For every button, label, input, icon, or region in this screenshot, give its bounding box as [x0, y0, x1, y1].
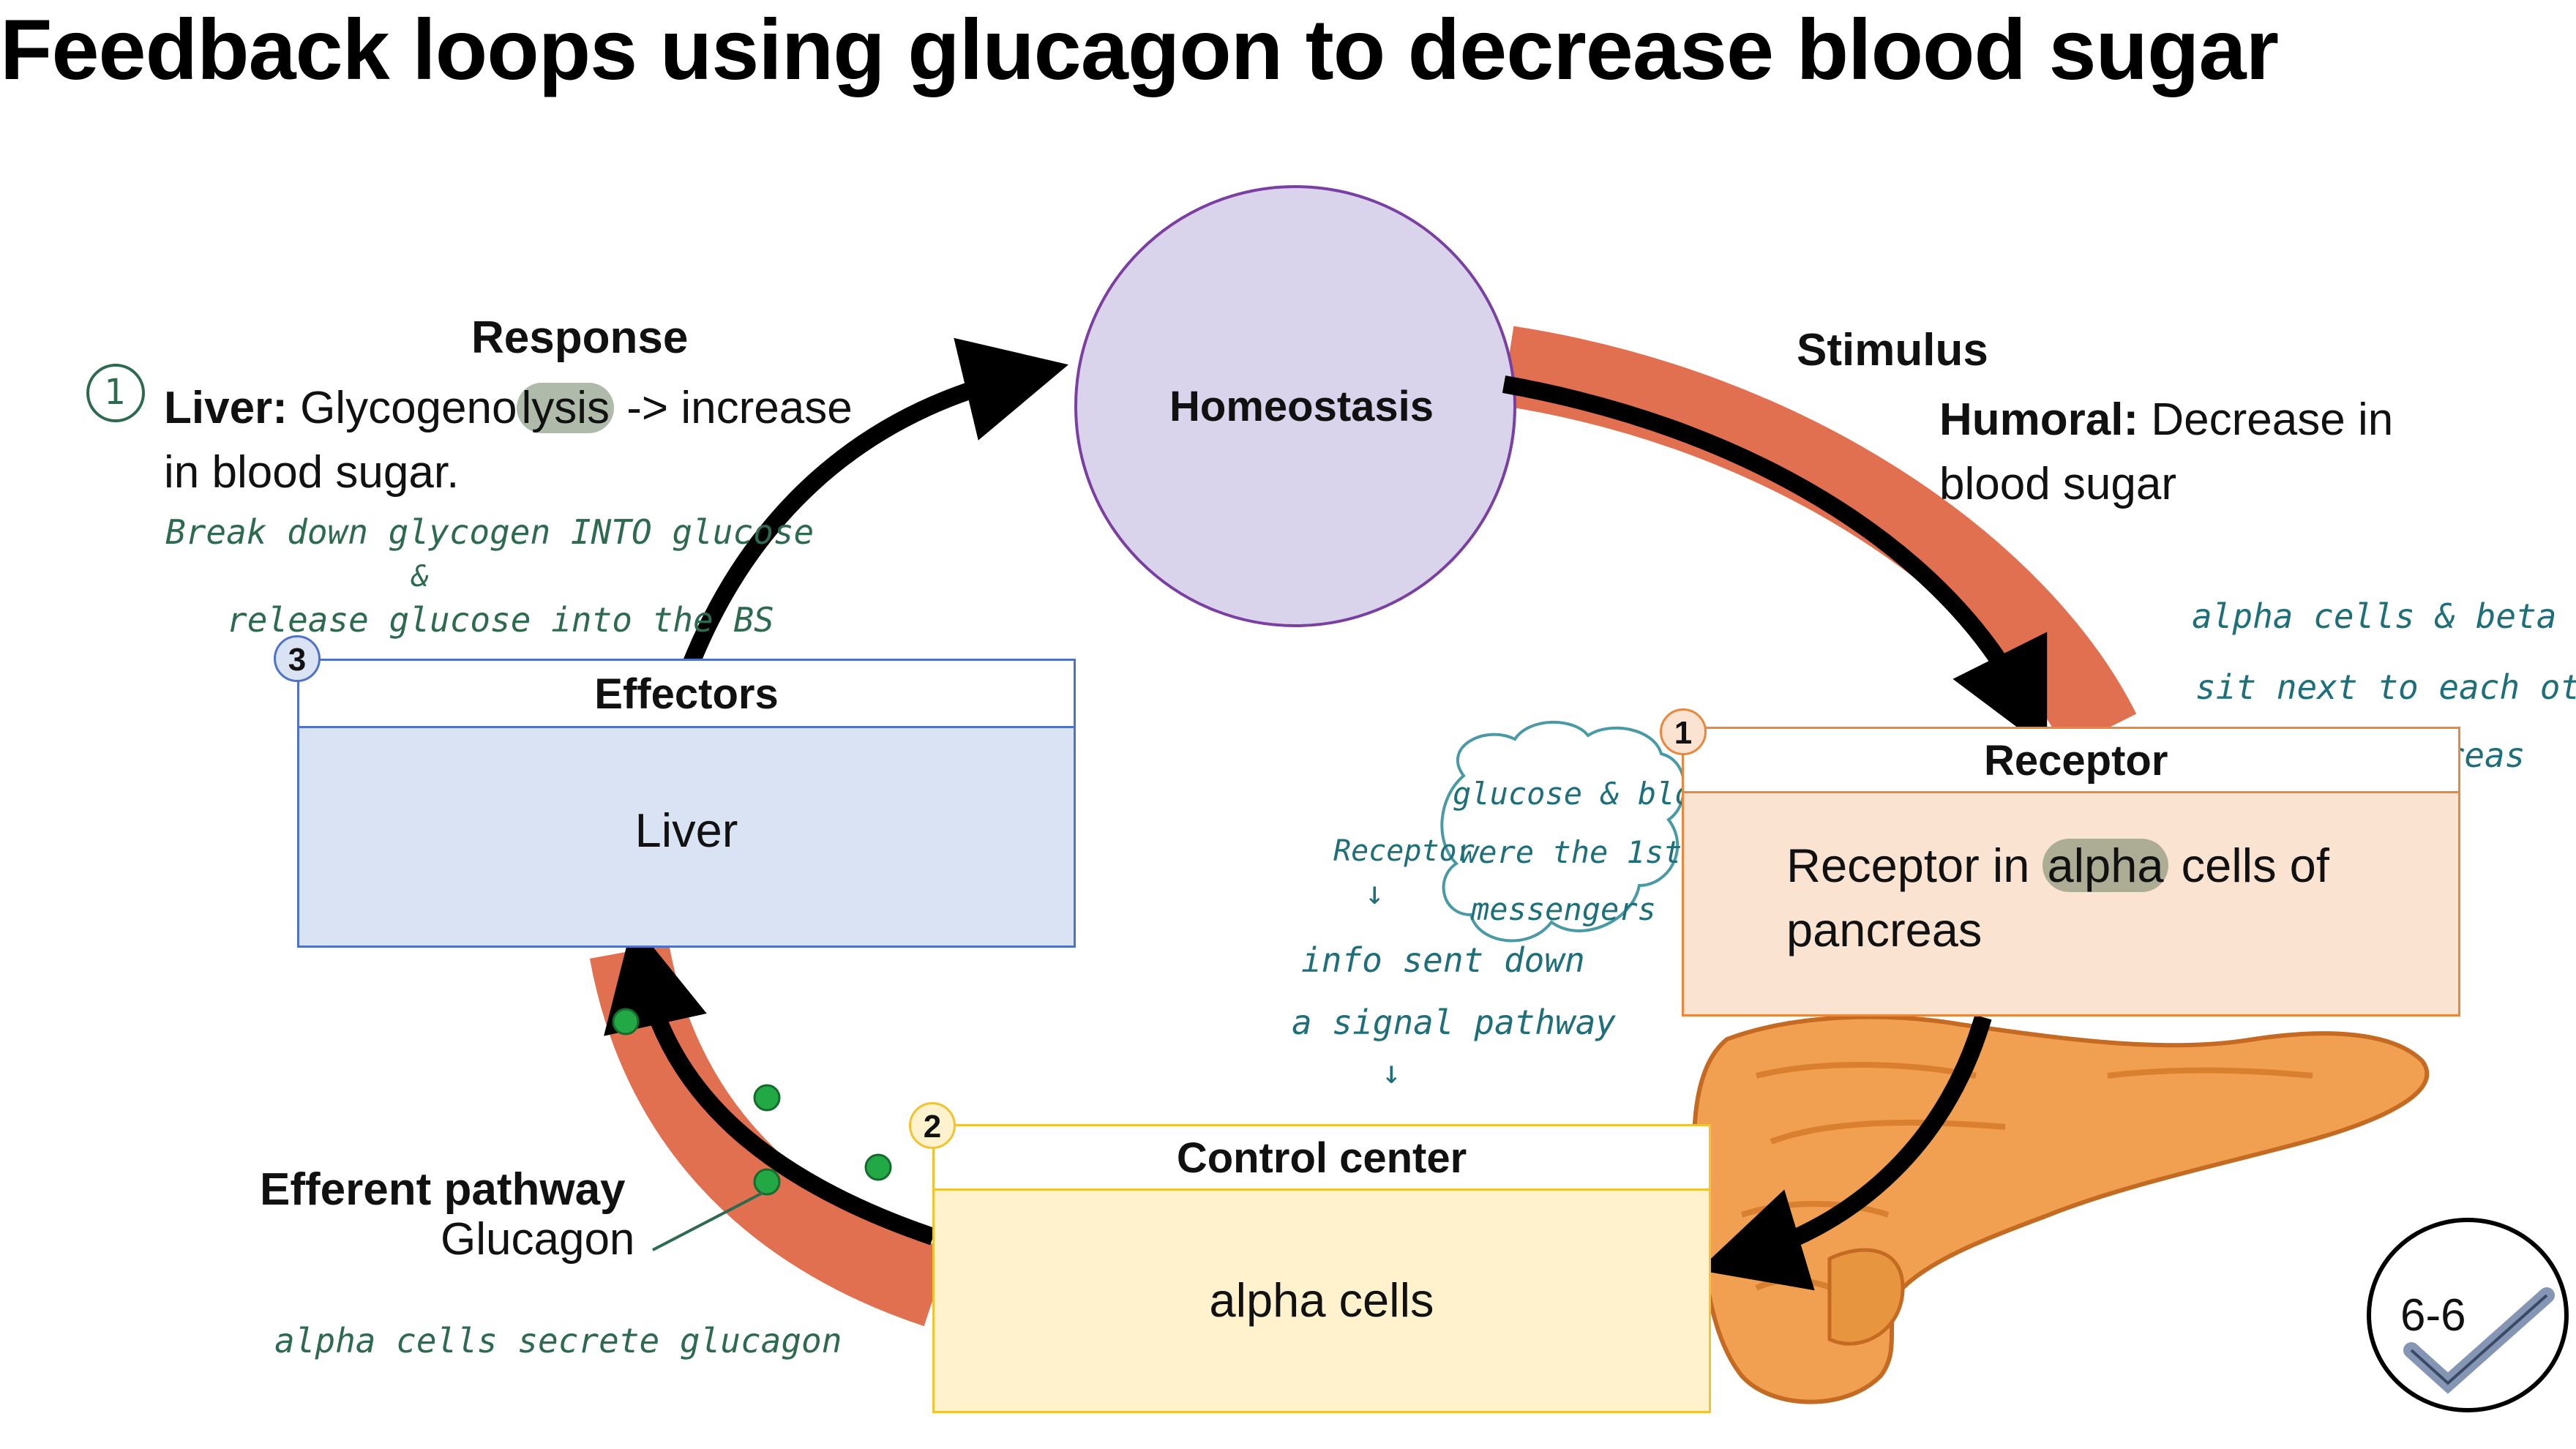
glucagon-dot: [612, 1008, 640, 1036]
stimulus-heading: Stimulus: [1797, 325, 1988, 375]
control-center-header: Control center: [935, 1126, 1709, 1191]
receptor-post: cells of: [2168, 839, 2329, 892]
note-cloud-line2: were the 1st: [1460, 834, 1682, 870]
glucagon-dot: [753, 1168, 781, 1196]
arrow-effectors-to-homeostasis: [683, 337, 1069, 666]
response-highlight: lysis: [517, 383, 615, 433]
receptor-box: Receptor Receptor in alpha cells of panc…: [1682, 727, 2460, 1016]
control-center-number-badge: 2: [909, 1102, 956, 1149]
check-badge-circle: [2367, 1218, 2569, 1412]
note-release: release glucose into the BS: [227, 600, 774, 640]
receptor-highlight: alpha: [2043, 839, 2168, 892]
note-arrow-1: ↓: [1365, 875, 1385, 912]
glucagon-dot: [864, 1153, 892, 1181]
homeostasis-circle: [1074, 185, 1516, 627]
response-note-number: 1: [104, 372, 125, 413]
badge-label: 6-6: [2400, 1290, 2466, 1341]
check-icon-outline: [2410, 1294, 2548, 1385]
receptor-header-label: Receptor: [1984, 737, 2168, 785]
response-heading: Response: [471, 312, 689, 363]
response-text: Liver: Glycogenolysis -> increase in blo…: [164, 376, 853, 505]
response-bold: Liver:: [164, 383, 288, 433]
note-arrow-2: ↓: [1382, 1054, 1401, 1091]
response-line2: in blood sugar.: [164, 447, 460, 498]
receptor-header: Receptor: [1684, 729, 2458, 793]
stimulus-line2: blood sugar: [1939, 459, 2177, 509]
note-ampersand: &: [411, 560, 430, 594]
note-sent-line2: a signal pathway: [1292, 1003, 1617, 1042]
efferent-sub: Glucagon: [441, 1214, 635, 1265]
control-center-body: alpha cells: [1209, 1273, 1434, 1327]
effectors-body: Liver: [634, 804, 738, 857]
pancreas-illustration: [1691, 1014, 2430, 1404]
page-title: Feedback loops using glucagon to decreas…: [0, 1, 2279, 97]
stimulus-text: Humoral: Decrease in blood sugar: [1939, 388, 2393, 517]
arrow-homeostasis-to-receptor: [1502, 375, 2048, 750]
efferent-heading: Efferent pathway: [260, 1164, 626, 1215]
note-secrete: alpha cells secrete glucagon: [274, 1321, 842, 1360]
receptor-body: Receptor in alpha cells of pancreas: [1684, 793, 2458, 1014]
response-note-circle: [86, 364, 145, 422]
note-alpha-line2: sit next to each other: [2195, 667, 2576, 707]
effectors-header: Effectors: [299, 661, 1074, 728]
receptor-line2: pancreas: [1786, 903, 1982, 956]
homeostasis-label: Homeostasis: [1169, 383, 1434, 430]
note-alpha-line1: alpha cells & beta cells: [2192, 596, 2576, 636]
arrow-control-to-effectors: [604, 921, 936, 1246]
effectors-number-badge: 3: [274, 635, 321, 682]
note-sent-line1: info sent down: [1301, 940, 1585, 980]
effectors-box: Effectors Liver: [297, 659, 1076, 948]
control-center-box: Control center alpha cells: [932, 1124, 1711, 1413]
glucagon-dot: [753, 1084, 781, 1112]
glucagon-dots: [612, 1008, 892, 1196]
response-pre: Glycogeno: [287, 383, 517, 433]
stimulus-band: [1501, 326, 2137, 751]
note-cloud: [1440, 720, 1686, 943]
stimulus-bold: Humoral:: [1939, 394, 2139, 445]
glucagon-pointer-line: [652, 1191, 763, 1251]
stimulus-line1: Decrease in: [2138, 394, 2394, 445]
receptor-number-badge: 1: [1660, 708, 1707, 755]
response-post: -> increase: [614, 383, 853, 433]
receptor-pre: Receptor in: [1786, 839, 2043, 892]
arrow-receptor-to-control: [1699, 1014, 1992, 1291]
note-cloud-line3: messengers: [1471, 891, 1656, 927]
note-breakdown: Break down glycogen INTO glucose: [165, 512, 815, 552]
note-receptor: Receptor: [1333, 834, 1475, 868]
